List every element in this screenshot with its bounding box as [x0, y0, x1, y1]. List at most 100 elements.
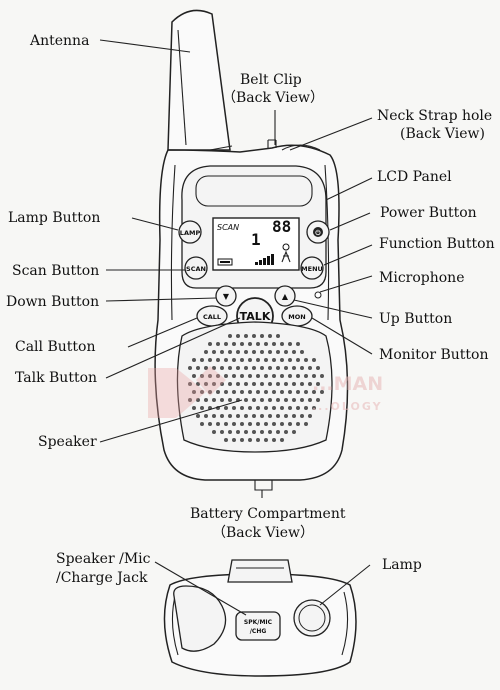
speaker-hole [216, 422, 220, 426]
speaker-hole [228, 382, 232, 386]
down-arrow-icon: ▼ [223, 292, 230, 301]
speaker-hole [236, 366, 240, 370]
power-button-caption: Power Button [380, 205, 477, 221]
neck-strap-label: Neck Strap hole [377, 108, 492, 124]
speaker-hole [244, 350, 248, 354]
speaker-hole [288, 422, 292, 426]
speaker-hole [200, 390, 204, 394]
microphone-hole [314, 291, 322, 299]
speaker-hole [308, 414, 312, 418]
mon-button[interactable]: MON [281, 305, 313, 327]
speaker-hole [304, 358, 308, 362]
speaker-hole [228, 414, 232, 418]
speaker-hole [276, 414, 280, 418]
speaker-hole [212, 430, 216, 434]
speaker-hole [224, 422, 228, 426]
speaker-hole [252, 366, 256, 370]
speaker-hole [236, 430, 240, 434]
neck-strap-sub-label: (Back View) [400, 126, 485, 142]
power-icon: ⏻ [315, 229, 321, 237]
function-button-caption: Function Button [379, 236, 495, 252]
power-button[interactable]: ⏻ [306, 220, 330, 244]
speaker-hole [264, 390, 268, 394]
speaker-hole [188, 398, 192, 402]
speaker-hole [196, 398, 200, 402]
up-button[interactable]: ▲ [274, 285, 296, 307]
scan-button-caption: Scan Button [12, 263, 99, 279]
spk-jack-sub-caption: /Charge Jack [56, 570, 148, 586]
speaker-hole [192, 406, 196, 410]
speaker-hole [304, 422, 308, 426]
speaker-hole [256, 390, 260, 394]
speaker-hole [220, 366, 224, 370]
menu-button-label: MENU [301, 265, 323, 273]
speaker-hole [212, 366, 216, 370]
speaker-hole [276, 350, 280, 354]
call-button-caption: Call Button [15, 339, 95, 355]
speaker-hole [276, 398, 280, 402]
speaker-hole [216, 390, 220, 394]
lamp-button[interactable]: LAMP [178, 220, 202, 244]
speaker-hole [256, 422, 260, 426]
speaker-hole [204, 398, 208, 402]
down-button[interactable]: ▼ [215, 285, 237, 307]
speaker-hole [312, 358, 316, 362]
speaker-hole [252, 430, 256, 434]
speaker-hole [232, 374, 236, 378]
speaker-hole [216, 342, 220, 346]
speaker-hole [244, 382, 248, 386]
speaker-hole [244, 414, 248, 418]
scan-button[interactable]: SCAN [184, 256, 208, 280]
menu-button[interactable]: MENU [300, 256, 324, 280]
speaker-hole [228, 366, 232, 370]
speaker-hole [288, 342, 292, 346]
speaker-hole [316, 382, 320, 386]
speaker-hole [292, 430, 296, 434]
speaker-hole [228, 430, 232, 434]
speaker-hole [224, 374, 228, 378]
watermark: ...MAN ...OLOGY [148, 366, 383, 418]
speaker-hole [220, 350, 224, 354]
lamp-caption: Lamp [382, 557, 422, 573]
call-button[interactable]: CALL [196, 305, 228, 327]
speaker-hole [300, 398, 304, 402]
speaker-hole [300, 382, 304, 386]
speaker-hole [208, 374, 212, 378]
speaker-hole [264, 342, 268, 346]
speaker-hole [236, 382, 240, 386]
speaker-hole [280, 390, 284, 394]
speaker-hole [260, 430, 264, 434]
speaker-hole [212, 350, 216, 354]
speaker-hole [208, 358, 212, 362]
speaker-hole [272, 358, 276, 362]
speaker-hole [248, 342, 252, 346]
speaker-hole [296, 406, 300, 410]
speaker-hole [316, 366, 320, 370]
speaker-hole [304, 374, 308, 378]
speaker-hole [256, 358, 260, 362]
speaker-hole [196, 382, 200, 386]
speaker-hole [292, 382, 296, 386]
speaker-hole [280, 422, 284, 426]
lamp-button-label: LAMP [180, 229, 201, 237]
speaker-hole [212, 382, 216, 386]
speaker-hole [280, 342, 284, 346]
speaker-hole [276, 382, 280, 386]
speaker-hole [224, 390, 228, 394]
monitor-button-caption: Monitor Button [379, 347, 488, 363]
call-button-label: CALL [203, 313, 221, 321]
speaker-hole [196, 414, 200, 418]
speaker-hole [272, 406, 276, 410]
battery-compartment-sub-caption: （Back View） [212, 525, 314, 541]
spk-jack-caption: Speaker /Mic [56, 551, 151, 567]
speaker-hole [260, 334, 264, 338]
speaker-hole [240, 374, 244, 378]
speaker-hole [192, 374, 196, 378]
speaker-hole [196, 366, 200, 370]
speaker-hole [220, 430, 224, 434]
speaker-hole [284, 382, 288, 386]
speaker-hole [264, 406, 268, 410]
speaker-hole [208, 390, 212, 394]
